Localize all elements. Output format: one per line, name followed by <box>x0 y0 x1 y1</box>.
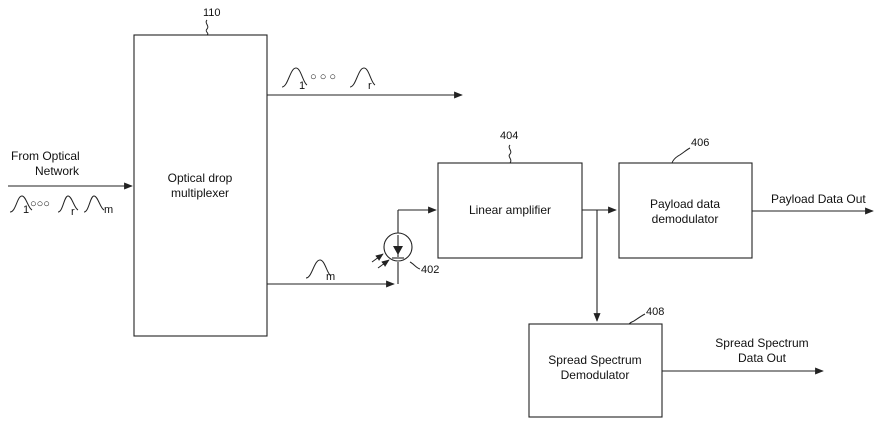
odm-label-line2: multiplexer <box>171 186 229 200</box>
ss-out-label-line1: Spread Spectrum <box>715 336 808 350</box>
input-label-line2: Network <box>35 164 80 178</box>
lambda-in-sub3: m <box>104 204 113 216</box>
ref-110-label: 110 <box>203 7 221 19</box>
ref-110: 110 <box>203 7 221 36</box>
top-sub1: 1 <box>299 80 305 92</box>
ss-out-label-line2: Data Out <box>738 351 787 365</box>
payload-demodulator-block: Payload data demodulator <box>618 162 753 259</box>
ref-404-label: 404 <box>500 130 518 142</box>
odm-label-line1: Optical drop <box>168 171 233 185</box>
amp-label: Linear amplifier <box>469 203 551 217</box>
drop-sub: m <box>326 271 335 283</box>
lambda-m-icon <box>83 195 105 213</box>
lambda-drop-m-icon <box>305 259 332 279</box>
lambda-in-sub2: r <box>71 206 75 218</box>
top-dots: ○ ○ ○ <box>310 71 336 83</box>
ss-label-line2: Demodulator <box>561 368 630 382</box>
lambda-1-icon <box>9 195 33 213</box>
ref-406: 406 <box>671 137 709 164</box>
lambda-top-1-icon <box>281 67 308 88</box>
through-output: 1 ○ ○ ○ r <box>267 67 463 99</box>
ref-408-label: 408 <box>646 306 664 318</box>
light-arrow-1-icon <box>371 253 384 263</box>
ss-label-line1: Spread Spectrum <box>548 353 641 367</box>
lambda-in-dots: ○○○ <box>30 198 50 210</box>
light-arrow-2-icon <box>377 259 390 269</box>
ref-404: 404 <box>500 130 518 164</box>
lambda-in-sub1: 1 <box>23 204 29 216</box>
ss-demodulator-block: Spread Spectrum Demodulator <box>528 323 663 418</box>
payload-label-line1: Payload data <box>650 197 720 211</box>
diode-triangle-icon <box>393 246 403 255</box>
ref-408: 408 <box>628 306 664 325</box>
optical-drop-multiplexer-block: Optical drop multiplexer <box>133 34 268 337</box>
ref-402-label: 402 <box>421 264 439 276</box>
linear-amplifier-block: Linear amplifier <box>437 162 583 259</box>
photodetector: 402 <box>371 206 439 284</box>
input-label-line1: From Optical <box>11 149 80 163</box>
drop-output: m <box>267 259 395 288</box>
payload-label-line2: demodulator <box>652 212 719 226</box>
payload-out-label: Payload Data Out <box>771 192 866 206</box>
top-sub2: r <box>368 80 372 92</box>
lambda-r-icon <box>57 195 79 213</box>
input-signal: From Optical Network 1 ○○○ r m <box>8 149 133 218</box>
lambda-top-r-icon <box>349 67 376 88</box>
ref-406-label: 406 <box>691 137 709 149</box>
